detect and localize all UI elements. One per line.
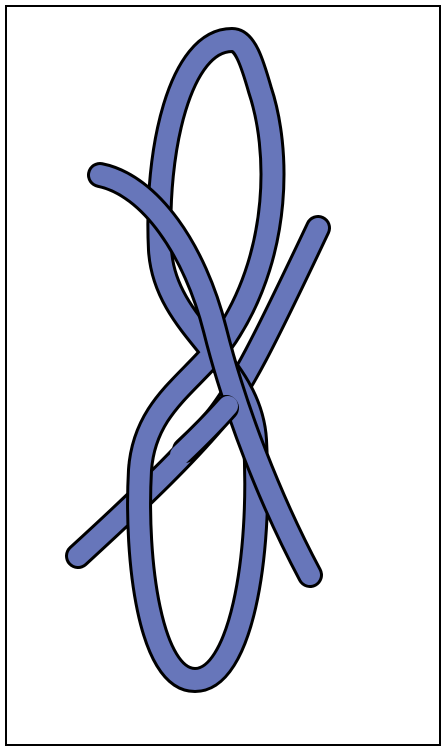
knot-crossing-overlay xyxy=(180,406,228,455)
